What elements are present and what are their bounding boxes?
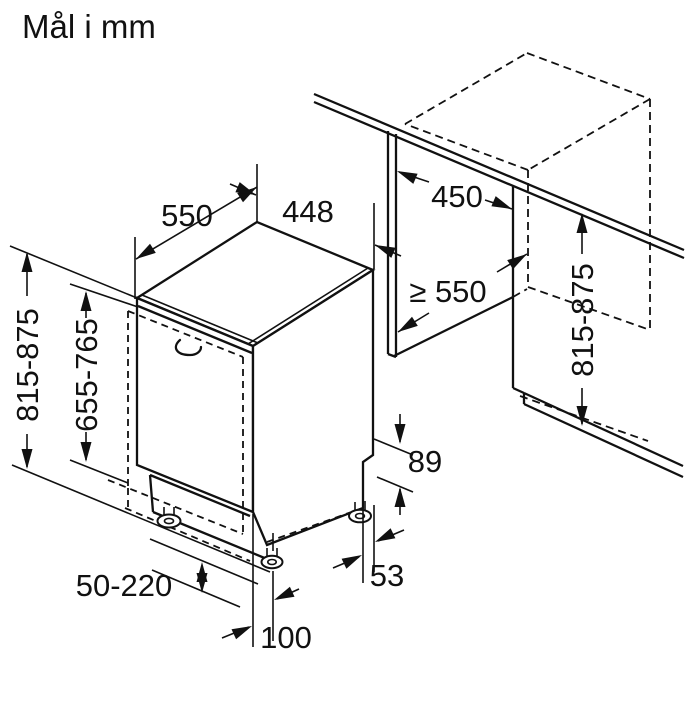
dimension-arrowhead — [80, 291, 92, 311]
dim-label-niche-height: 815-875 — [565, 263, 600, 377]
dimension-arrowhead — [274, 586, 295, 600]
door-handle-mark — [174, 338, 203, 357]
dimension-arrowhead — [576, 213, 588, 233]
dim-label-plinth-depth: 100 — [260, 620, 312, 655]
dim-label-side-offset: 53 — [370, 558, 404, 593]
dishwasher-side-face — [251, 267, 375, 547]
foot-rear — [348, 501, 372, 524]
dimension-arrowhead — [375, 528, 396, 542]
dishwasher — [107, 220, 376, 570]
dim-label-top-width: 448 — [282, 194, 334, 229]
dimension-arrowhead — [491, 196, 512, 209]
dimension-arrowhead — [507, 254, 527, 270]
foot-left — [156, 507, 182, 529]
furniture-panel-dashed — [107, 310, 244, 535]
dimension-arrowhead — [196, 573, 208, 593]
foot-front — [260, 548, 284, 570]
dimension-arrowhead — [231, 626, 252, 640]
dimension-arrowhead — [398, 316, 418, 332]
dimension-arrowhead — [576, 406, 588, 426]
dim-label-top-depth: 550 — [161, 198, 213, 233]
dim-label-niche-depth: ≥ 550 — [409, 274, 486, 309]
dimension-arrowhead — [136, 243, 156, 259]
countertop — [313, 92, 685, 260]
dim-label-niche-width: 450 — [431, 179, 483, 214]
page-title: Mål i mm — [22, 8, 156, 45]
dimension-arrowhead — [375, 245, 396, 258]
niche-structure — [386, 131, 684, 479]
dimension-arrowhead — [237, 187, 257, 203]
dimension-arrowhead — [235, 182, 256, 195]
dimension-arrowhead — [394, 487, 406, 507]
dimension-arrowhead — [394, 424, 406, 444]
dimension-arrowhead — [397, 171, 418, 184]
dimension-arrowhead — [21, 252, 33, 272]
adjustable-feet — [156, 501, 372, 570]
dimension-lines — [9, 164, 583, 647]
dim-label-base-height: 89 — [408, 444, 442, 479]
dim-label-panel-height: 655-765 — [69, 318, 104, 432]
dimension-arrowhead — [341, 555, 362, 569]
dimension-arrowhead — [80, 442, 92, 462]
niche-dashed-box — [404, 52, 651, 442]
dim-label-plinth-range: 50-220 — [76, 568, 173, 603]
dimension-arrowheads — [21, 171, 588, 640]
dim-label-appliance-height: 815-875 — [10, 308, 45, 422]
dimension-arrowhead — [21, 449, 33, 469]
